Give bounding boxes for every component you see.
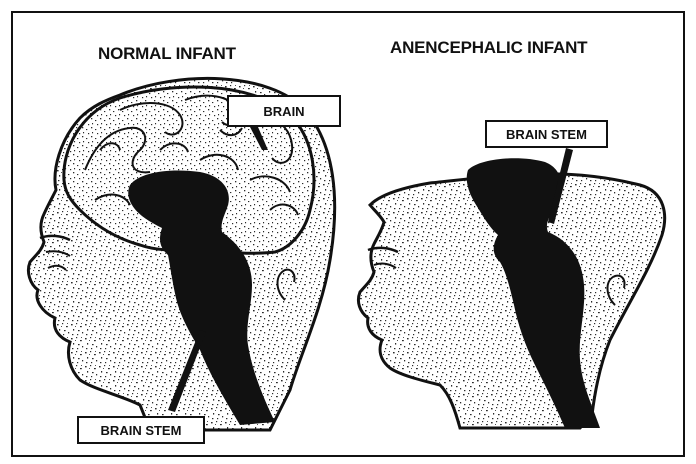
brain-stem-label-anencephalic: BRAIN STEM [485, 120, 608, 148]
anencephalic-infant-title: ANENCEPHALIC INFANT [390, 38, 587, 58]
anencephalic-infant-head [358, 148, 664, 428]
brain-stem-label-normal: BRAIN STEM [77, 416, 205, 444]
normal-infant-title: NORMAL INFANT [98, 44, 236, 64]
brain-label: BRAIN [227, 95, 341, 127]
normal-infant-head [28, 78, 334, 430]
